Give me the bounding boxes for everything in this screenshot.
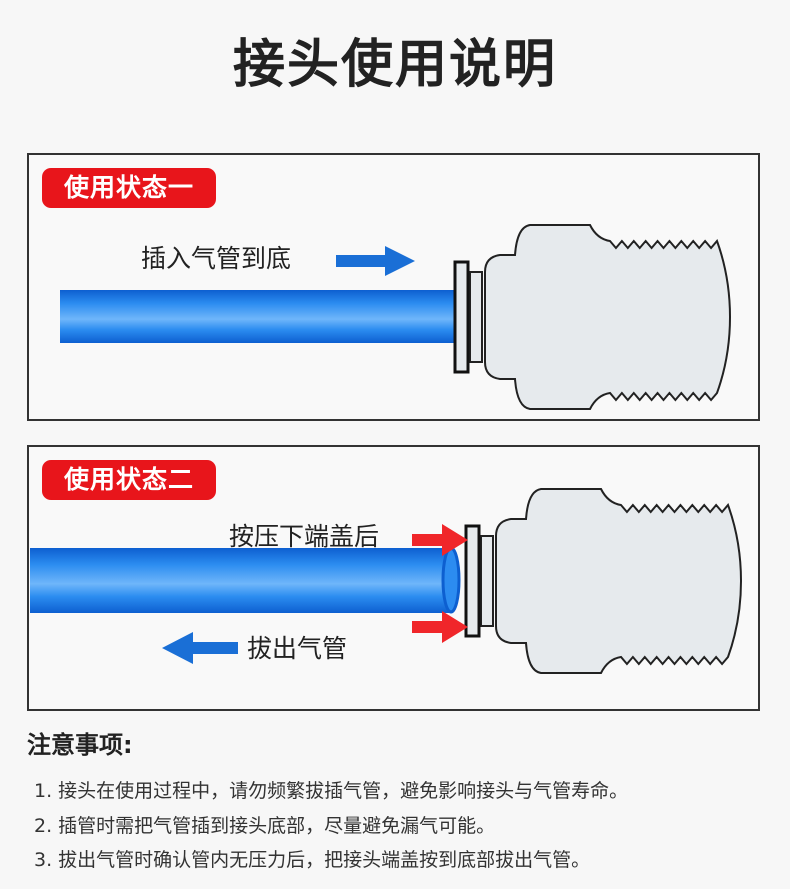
press-label: 按压下端盖后: [229, 522, 380, 551]
page-title: 接头使用说明: [232, 35, 557, 95]
note-item: 3. 拔出气管时确认管内无压力后，把接头端盖按到底部拔出气管。: [34, 849, 591, 871]
usage-state-2-panel: 使用状态二 按压下端盖后 拔出气管: [27, 445, 760, 711]
pull-label: 拔出气管: [247, 634, 348, 663]
state-badge: 使用状态一: [42, 168, 216, 208]
insert-label: 插入气管到底: [141, 244, 292, 273]
note-item: 1. 接头在使用过程中，请勿频繁拔插气管，避免影响接头与气管寿命。: [34, 780, 629, 802]
state-badge: 使用状态二: [42, 460, 216, 500]
note-item: 2. 插管时需把气管插到接头底部，尽量避免漏气可能。: [34, 815, 496, 837]
notes-heading: 注意事项:: [27, 731, 133, 759]
usage-state-1-panel: 使用状态一 插入气管到底: [27, 153, 760, 421]
